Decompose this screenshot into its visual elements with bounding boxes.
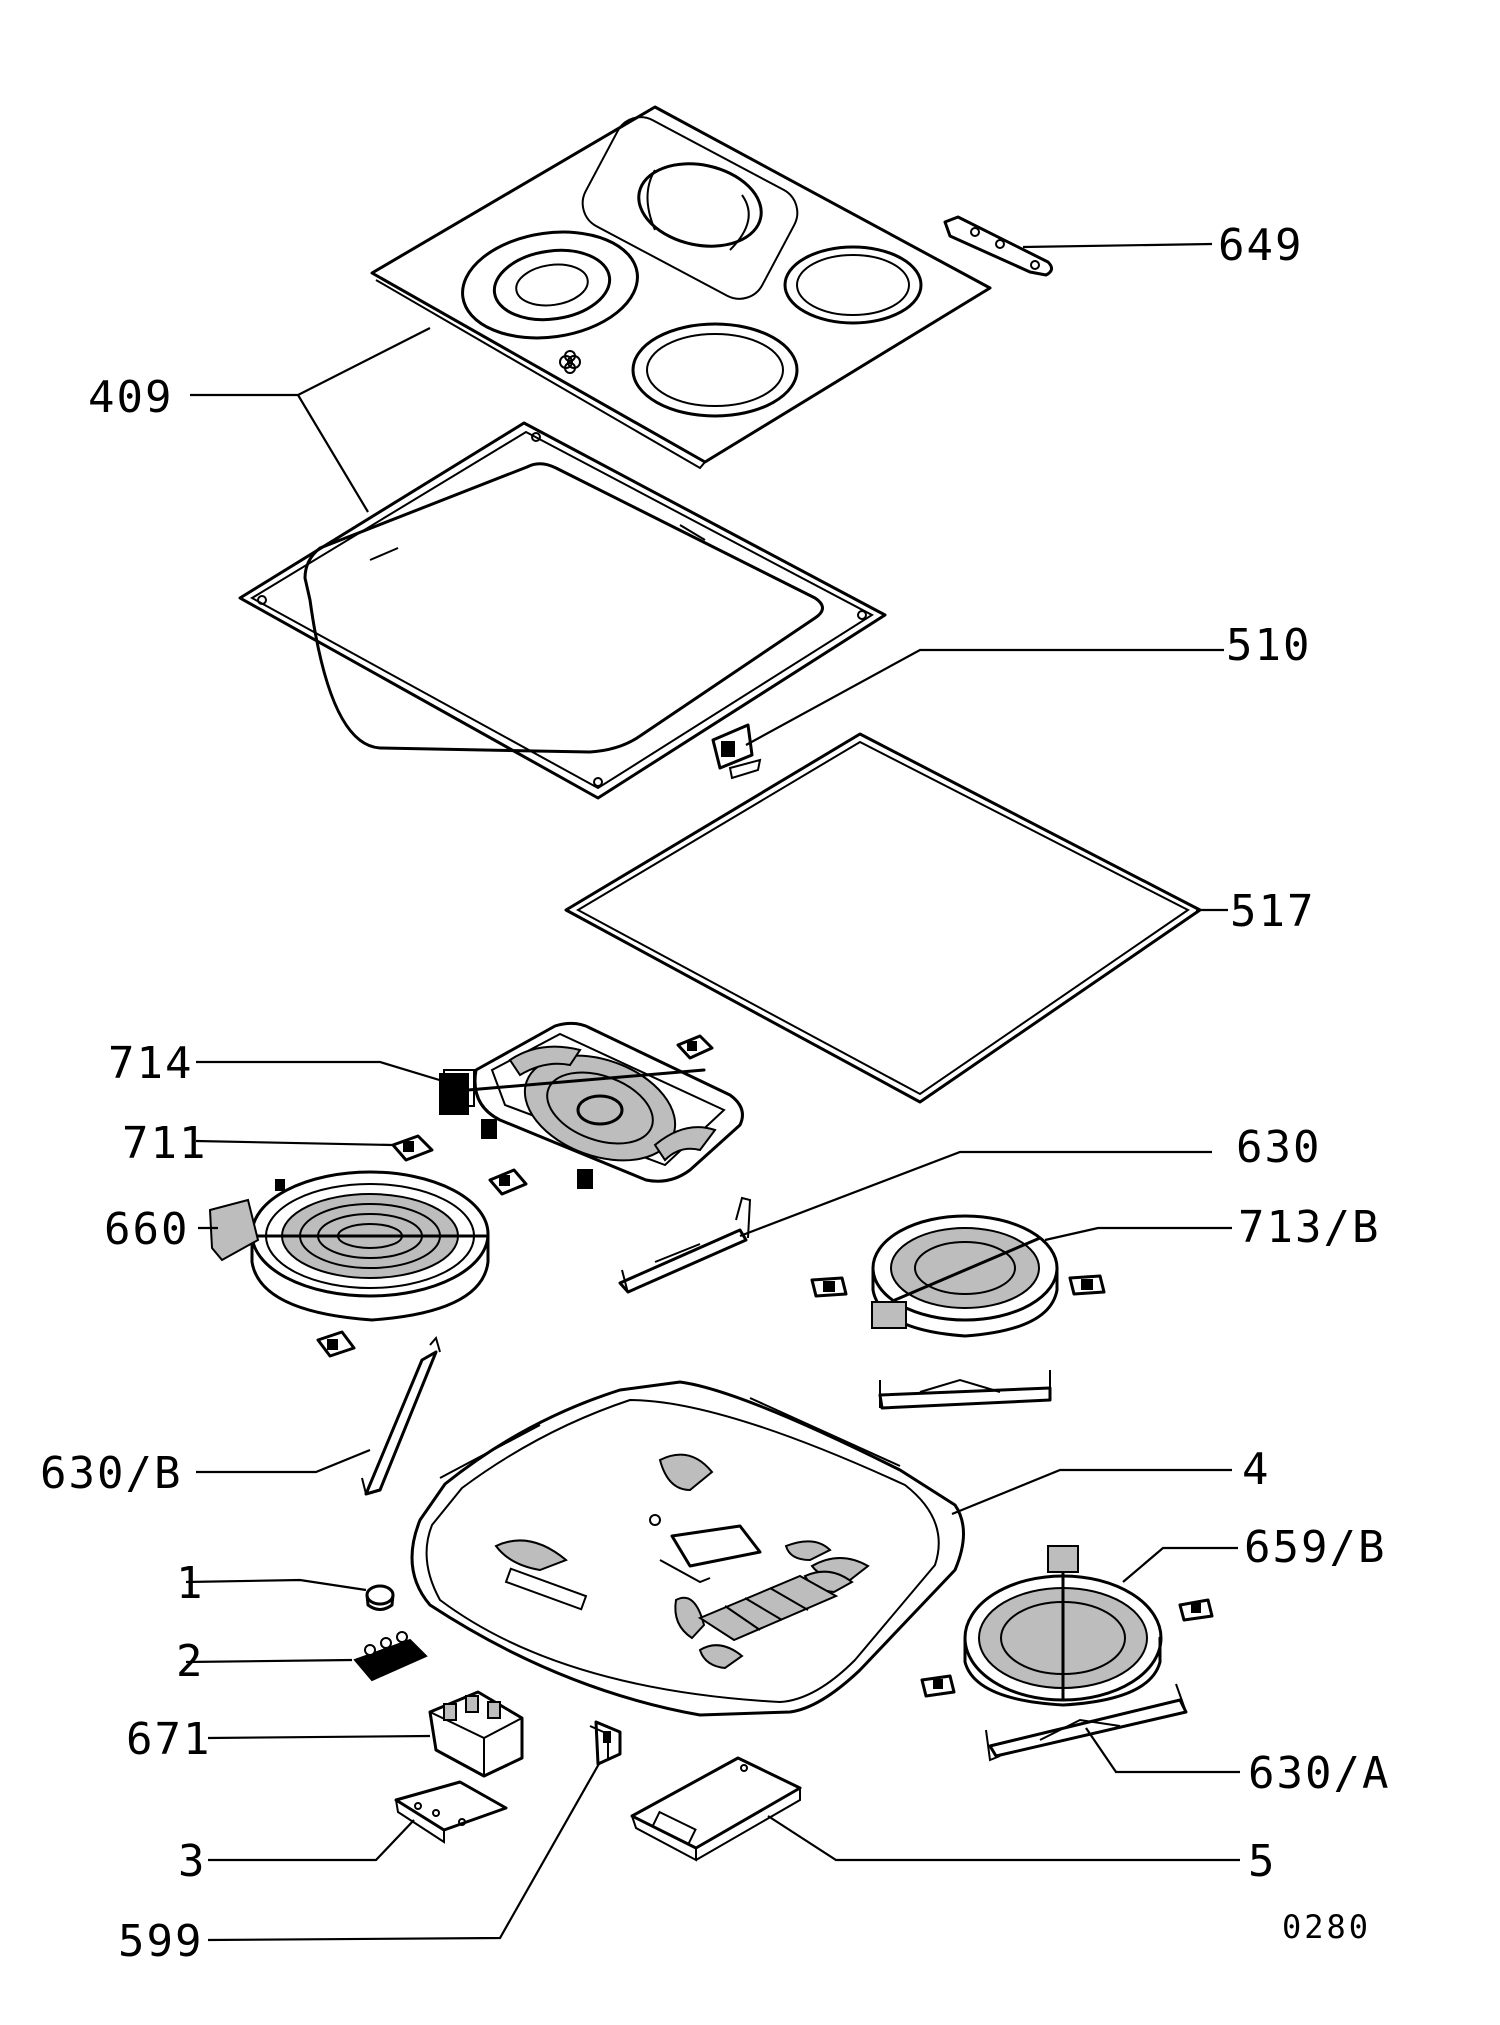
label-5: 5	[1248, 1836, 1277, 1887]
leader-3	[208, 1819, 415, 1862]
label-517: 517	[1230, 886, 1315, 937]
part-659b-heater	[920, 1545, 1214, 1707]
label-599: 599	[118, 1916, 203, 1967]
label-713b: 713/B	[1238, 1202, 1380, 1253]
part-711-clip	[391, 1134, 434, 1162]
leader-659b	[1122, 1546, 1238, 1583]
label-630a: 630/A	[1248, 1748, 1390, 1799]
part-599-bracket	[589, 1720, 622, 1766]
part-510-clip	[711, 723, 762, 780]
part-671-holder	[428, 1690, 524, 1778]
part-660-radiant-heater	[208, 1170, 490, 1322]
leader-4	[951, 1468, 1232, 1516]
part-clip-660	[316, 1330, 356, 1358]
label-671: 671	[126, 1714, 211, 1765]
leader-630b	[196, 1448, 371, 1474]
part-713b-heater	[810, 1214, 1106, 1410]
part-3-plate	[394, 1780, 508, 1844]
label-2: 2	[176, 1636, 205, 1687]
part-hob-frame	[238, 421, 887, 800]
label-3: 3	[178, 1836, 207, 1887]
part-4-base-tray	[410, 1380, 965, 1717]
part-labels: 649 409 510 517 714 711 630 660 713/B 63…	[40, 220, 1390, 1967]
label-409: 409	[88, 372, 173, 423]
label-4: 4	[1242, 1444, 1271, 1495]
leader-630	[739, 1150, 1212, 1238]
leader-409	[190, 327, 431, 513]
drawing-code: 0280	[1282, 1908, 1371, 1946]
leader-713b	[1044, 1226, 1232, 1242]
leader-lines	[185, 242, 1240, 1942]
leader-671	[207, 1734, 431, 1740]
part-630a-bracket	[985, 1683, 1188, 1762]
leader-630a	[1085, 1727, 1240, 1774]
part-ceramic-glass-top	[370, 105, 992, 470]
part-clip-small	[676, 1034, 714, 1060]
leader-599	[207, 1761, 601, 1942]
leader-1	[185, 1578, 367, 1592]
part-5-cover	[630, 1756, 802, 1862]
part-clip-711b	[488, 1168, 528, 1196]
part-630b-bracket	[361, 1335, 441, 1496]
leader-711	[195, 1139, 393, 1147]
label-660: 660	[104, 1204, 189, 1255]
label-630b: 630/B	[40, 1448, 182, 1499]
part-630-bracket	[618, 1196, 752, 1294]
label-1: 1	[176, 1558, 205, 1609]
label-711: 711	[122, 1118, 207, 1169]
leader-714	[196, 1060, 447, 1084]
label-649: 649	[1218, 220, 1303, 271]
leader-2	[185, 1658, 353, 1664]
leader-510	[745, 648, 1224, 746]
leader-5	[767, 1815, 1240, 1862]
label-630: 630	[1236, 1122, 1321, 1173]
leader-649	[1022, 242, 1213, 249]
label-659b: 659/B	[1244, 1522, 1386, 1573]
label-510: 510	[1226, 620, 1311, 671]
part-649-clip	[943, 215, 1053, 277]
part-2-terminal-block	[353, 1631, 428, 1682]
label-714: 714	[108, 1038, 193, 1089]
part-714-oval-heater	[439, 1021, 744, 1189]
part-517-seal	[564, 732, 1202, 1104]
part-1-knob	[365, 1584, 395, 1611]
